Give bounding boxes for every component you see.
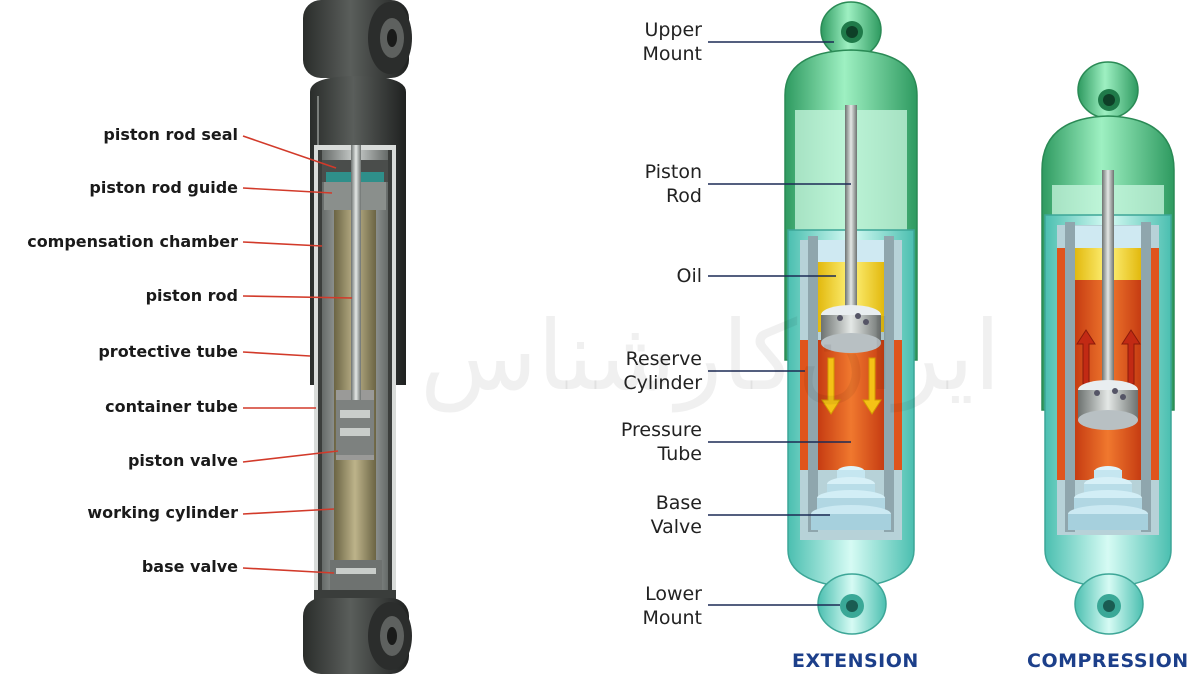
label-reserve-cylinder-line1: Reserve [625,348,702,370]
compression-shock [1041,61,1175,635]
label-piston-rod-seal: piston rod seal [103,125,238,144]
label-base-valve: base valve [141,557,238,576]
label-base-valve-right-line2: Valve [650,516,702,538]
label-piston-rod: piston rod [145,286,238,305]
label-piston-valve: piston valve [127,451,238,470]
label-reserve-cylinder-line2: Cylinder [623,372,702,394]
caption-extension: EXTENSION [792,650,919,672]
watermark: ایران‌کارشناس [420,300,1001,412]
extension-shock [784,1,918,635]
label-oil-line1: Oil [676,265,702,287]
label-pressure-tube: Pressure Tube [621,418,702,466]
piston-rod-shape [351,145,361,415]
left-leader-lines [242,135,353,574]
label-piston-rod-right-line2: Rod [665,185,702,207]
comp-piston-rod [1102,170,1114,390]
label-piston-rod-right: Piston Rod [645,160,702,208]
label-pressure-tube-line2: Tube [657,443,702,465]
label-upper-mount-line1: Upper [644,19,702,41]
label-working-cylinder: working cylinder [87,503,238,522]
left-shock-absorber [303,0,412,674]
caption-compression: COMPRESSION [1027,650,1189,672]
label-base-valve-right-line1: Base [655,492,702,514]
label-lower-mount-line1: Lower [645,583,702,605]
label-upper-mount: Upper Mount [642,18,702,66]
label-upper-mount-line2: Mount [642,43,702,65]
base-valve-shape [330,560,382,590]
comp-base-valve [1068,466,1148,530]
right-leader-lines [708,41,851,606]
label-lower-mount-line2: Mount [642,607,702,629]
label-oil: Oil [676,264,702,288]
label-piston-rod-guide: piston rod guide [89,178,238,197]
piston-valve-shape [336,400,374,455]
bottom-bushing [303,598,412,674]
label-base-valve-right: Base Valve [651,491,702,539]
ext-piston-rod [845,105,857,315]
label-lower-mount: Lower Mount [642,582,702,630]
ext-base-valve [811,466,891,530]
top-bushing [303,0,412,78]
label-container-tube: container tube [105,397,238,416]
label-compensation-chamber: compensation chamber [27,232,238,251]
label-piston-rod-right-line1: Piston [644,161,702,183]
label-pressure-tube-line1: Pressure [620,419,702,441]
label-protective-tube: protective tube [98,342,238,361]
label-reserve-cylinder: Reserve Cylinder [623,347,702,395]
